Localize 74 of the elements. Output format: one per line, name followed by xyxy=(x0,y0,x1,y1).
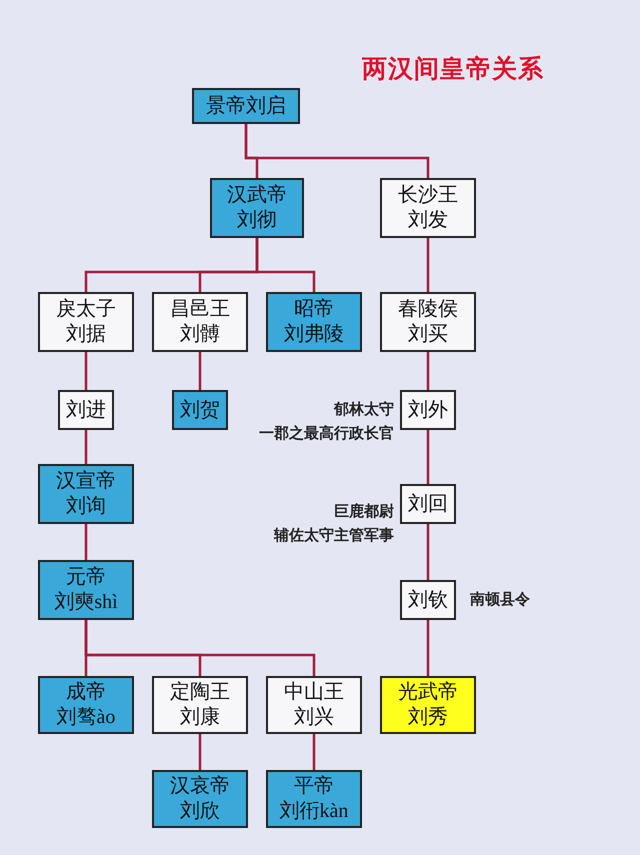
name-text: 景帝刘启 xyxy=(206,94,286,118)
title-text: 汉武帝 xyxy=(227,183,287,208)
name-text: 刘秀 xyxy=(408,705,448,730)
connector-line xyxy=(256,238,316,292)
person-box xyxy=(172,390,228,430)
person-box xyxy=(380,292,476,352)
connector-line xyxy=(198,352,202,390)
name-text: 刘据 xyxy=(66,322,106,347)
connector-line xyxy=(426,430,430,484)
name-text: 刘贺 xyxy=(180,398,220,422)
name-text: 刘询 xyxy=(66,494,106,519)
name-text: 刘衎kàn xyxy=(280,799,348,824)
person-box xyxy=(266,770,362,828)
person-box xyxy=(380,178,476,238)
connector-line xyxy=(426,352,430,390)
connector-line xyxy=(84,524,88,560)
person-box xyxy=(152,292,248,352)
person-box xyxy=(400,580,456,620)
note-text: 南顿县令 xyxy=(470,590,530,610)
name-text: 刘钦 xyxy=(408,588,448,612)
person-box xyxy=(38,292,134,352)
name-text: 刘回 xyxy=(408,492,448,516)
person-box xyxy=(192,88,300,124)
connector-line xyxy=(84,620,316,676)
title-text: 平帝 xyxy=(294,774,334,799)
name-text: 刘进 xyxy=(66,398,106,422)
person-box xyxy=(266,676,362,734)
title-text: 光武帝 xyxy=(398,680,458,705)
note-text: 辅佐太守主管军事 xyxy=(274,526,394,546)
note-text: 巨鹿都尉 xyxy=(334,502,394,522)
title-text: 定陶王 xyxy=(170,680,230,705)
connector-line xyxy=(426,524,430,580)
name-text: 刘买 xyxy=(408,322,448,347)
person-box xyxy=(152,676,248,734)
person-box xyxy=(380,676,476,734)
name-text: 刘欣 xyxy=(180,799,220,824)
title-text: 长沙王 xyxy=(398,183,458,208)
name-text: 刘外 xyxy=(408,398,448,422)
person-box xyxy=(38,464,134,524)
title-text: 汉宣帝 xyxy=(56,469,116,494)
connector-line xyxy=(198,734,202,770)
person-box xyxy=(38,676,134,734)
person-box xyxy=(58,390,114,430)
title-text: 元帝 xyxy=(66,565,106,590)
name-text: 刘奭shì xyxy=(54,590,118,615)
person-box xyxy=(38,560,134,620)
note-text: 一郡之最高行政长官 xyxy=(259,424,394,444)
title-text: 昌邑王 xyxy=(170,297,230,322)
title-text: 戾太子 xyxy=(56,297,116,322)
connector-line xyxy=(84,430,88,464)
connector-line xyxy=(426,238,430,292)
title-text: 成帝 xyxy=(66,680,106,705)
title-text: 春陵侯 xyxy=(398,297,458,322)
person-box xyxy=(400,484,456,524)
name-text: 刘彻 xyxy=(237,208,277,233)
name-text: 刘发 xyxy=(408,208,448,233)
title-text: 汉哀帝 xyxy=(170,774,230,799)
name-text: 刘康 xyxy=(180,705,220,730)
person-box xyxy=(152,770,248,828)
connector-line xyxy=(244,124,430,178)
name-text: 刘兴 xyxy=(294,705,334,730)
name-text: 刘骜ào xyxy=(56,705,116,730)
title-text: 中山王 xyxy=(284,680,344,705)
diagram-title: 两汉间皇帝关系 xyxy=(362,54,545,85)
person-box xyxy=(400,390,456,430)
name-text: 刘髆 xyxy=(180,322,220,347)
title-text: 昭帝 xyxy=(294,297,334,322)
connector-line xyxy=(426,620,430,676)
connector-line xyxy=(84,352,88,390)
person-box xyxy=(266,292,362,352)
note-text: 郁林太守 xyxy=(334,400,394,420)
person-box xyxy=(210,178,304,238)
name-text: 刘弗陵 xyxy=(284,322,344,347)
connector-line xyxy=(312,734,316,770)
